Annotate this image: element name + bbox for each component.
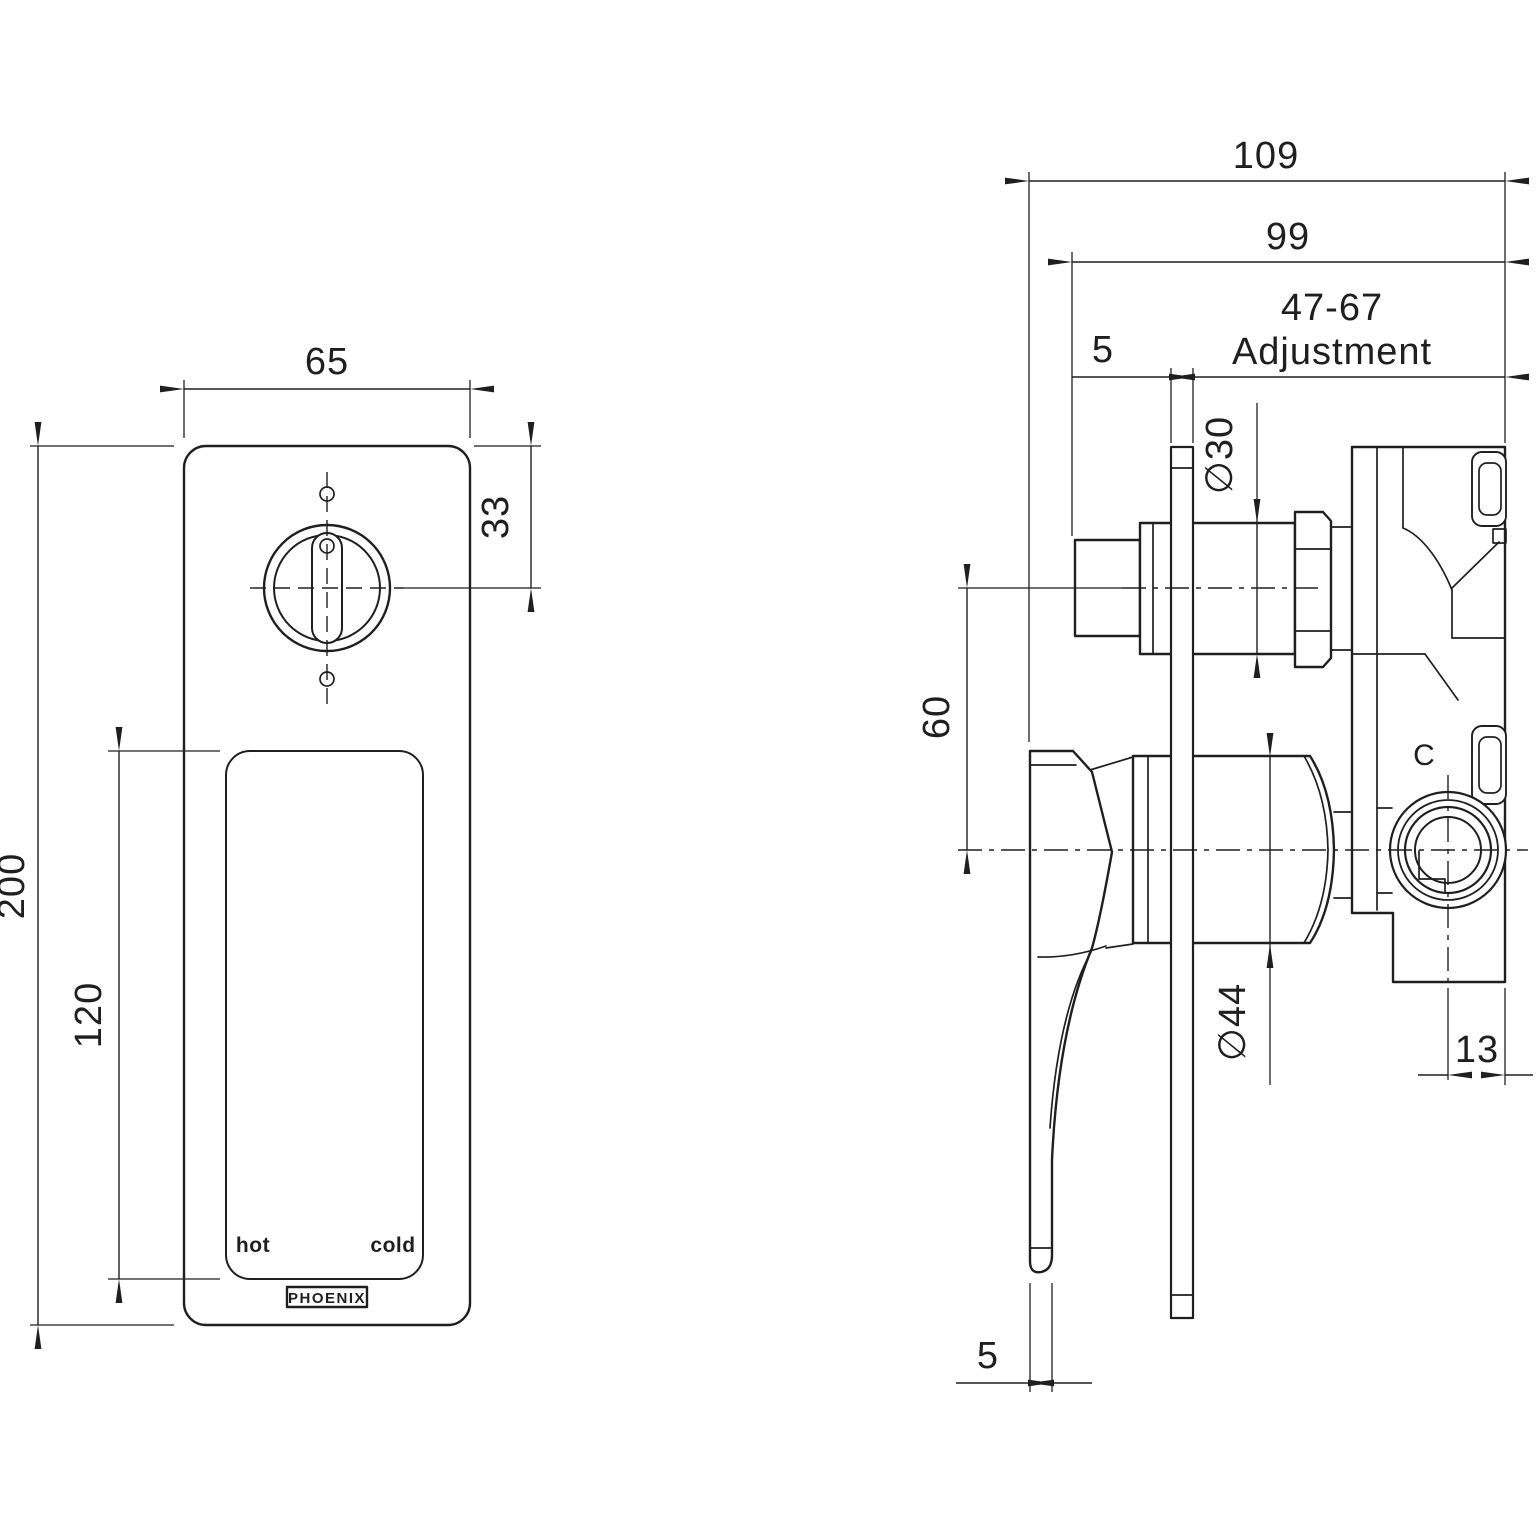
dim-axis-spacing-text: 60 xyxy=(916,695,958,739)
dim-panel-height: 120 xyxy=(68,727,220,1303)
dim-front-width-text: 65 xyxy=(305,341,349,383)
dim-lever-thickness: 5 xyxy=(956,1283,1092,1392)
side-plate-outline xyxy=(1169,445,1195,1320)
dim-knob-diameter: ∅30 xyxy=(1199,403,1261,678)
dim-base-diameter-text: ∅44 xyxy=(1212,983,1254,1061)
cold-port-label: C xyxy=(1413,739,1435,772)
dim-plate-thickness: 5 xyxy=(1072,329,1195,443)
brand-logo-box xyxy=(285,1285,369,1309)
dim-dial-offset-text: 33 xyxy=(475,495,517,539)
dim-front-width: 65 xyxy=(160,341,494,438)
dim-overall-depth-text: 109 xyxy=(1233,135,1299,177)
lever-outline xyxy=(1028,749,1114,1274)
dim-body-depth-text: 99 xyxy=(1266,216,1310,258)
dim-lever-thickness-text: 5 xyxy=(977,1335,999,1377)
dim-knob-diameter-text: ∅30 xyxy=(1199,416,1241,494)
dim-body-depth: 99 xyxy=(1048,216,1529,536)
cold-label: cold xyxy=(370,1234,415,1257)
dim-base-diameter: ∅44 xyxy=(1212,733,1274,1085)
side-plate xyxy=(1169,445,1195,1320)
dim-front-height: 200 xyxy=(0,422,174,1349)
dim-dial-offset: 33 xyxy=(404,422,541,612)
mounting-clip-top xyxy=(1471,451,1507,544)
dim-plate-thickness-text: 5 xyxy=(1092,329,1114,371)
side-view: C xyxy=(916,135,1533,1392)
mounting-clip-bottom xyxy=(1471,725,1507,805)
dim-adjustment-range-text: 47-67 xyxy=(1281,287,1383,329)
dim-port-offset: 13 xyxy=(1418,988,1533,1085)
dim-adjustment: 47-67 Adjustment xyxy=(1169,287,1529,381)
dim-adjustment-label-text: Adjustment xyxy=(1232,331,1432,373)
dim-axis-spacing: 60 xyxy=(916,564,971,874)
knob-hex-nut xyxy=(1293,510,1333,669)
dim-port-offset-text: 13 xyxy=(1455,1029,1499,1071)
hot-label: hot xyxy=(236,1234,270,1257)
diverter-knob-side xyxy=(1073,510,1353,669)
dim-panel-height-text: 120 xyxy=(68,982,110,1048)
lever-handle xyxy=(1028,749,1134,1274)
dim-overall-depth: 109 xyxy=(1005,135,1529,742)
front-plate-outline xyxy=(182,444,472,1327)
dim-front-height-text: 200 xyxy=(0,853,33,919)
brand-logo-text: PHOENIX xyxy=(288,1290,366,1307)
front-view: hot cold PHOENIX 65 200 120 xyxy=(0,341,541,1349)
front-recessed-panel xyxy=(225,750,424,1280)
